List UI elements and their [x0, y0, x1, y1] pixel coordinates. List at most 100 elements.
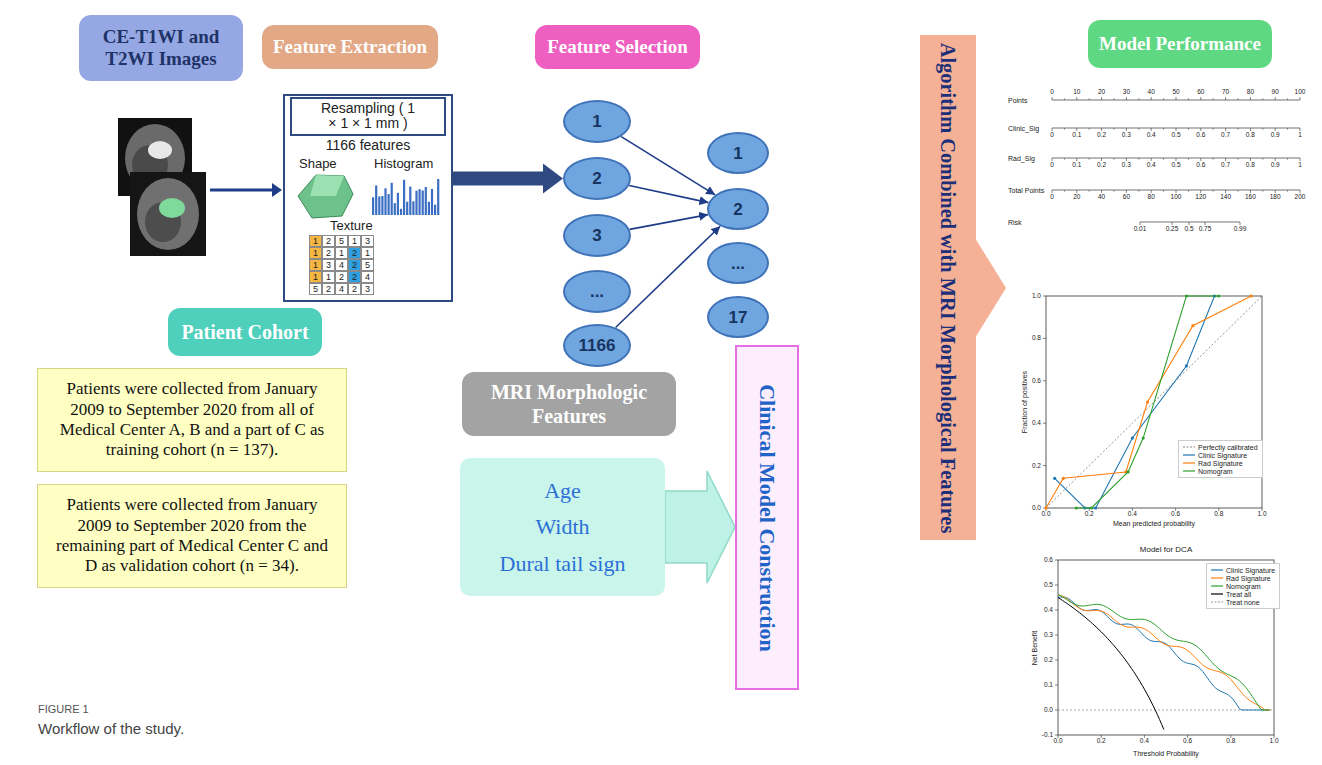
tick-mark: [1176, 190, 1177, 193]
node-text: 17: [729, 309, 748, 326]
tick-mark: [1126, 158, 1127, 161]
lesion-mask: [159, 198, 185, 218]
title-box: CE-T1WI and T2WI Images: [79, 15, 243, 81]
tick-label: 50: [1172, 89, 1179, 96]
legend-row: Nomogram: [1183, 467, 1258, 475]
tick-mark: [1043, 380, 1046, 381]
figure-caption: Workflow of the study.: [38, 721, 184, 736]
tick-label: 60: [1123, 194, 1130, 201]
tick-mark: [1101, 190, 1102, 193]
tick-mark: [1151, 97, 1152, 100]
axis-title: Threshold Probability: [1133, 750, 1199, 757]
node-text: CE-T1WI and T2WI Images: [87, 26, 235, 70]
clinical-factors-box: AgeWidthDural tail sign: [460, 458, 665, 596]
texture-cell: 1: [309, 235, 322, 247]
tick-mark: [1188, 128, 1189, 130]
tick-label: 0.8: [1246, 132, 1255, 139]
legend-text: Nomogram: [1198, 468, 1233, 475]
tick-mark: [1052, 97, 1053, 100]
tick-label: 0.7: [1221, 132, 1230, 139]
curve-marker: [1094, 506, 1097, 509]
legend-text: Nomogram: [1226, 583, 1261, 590]
tick-label: 0.8: [1226, 738, 1235, 745]
tick-mark: [1043, 296, 1046, 297]
tick-mark: [1188, 158, 1189, 160]
chart-graphics: [372, 97, 1300, 738]
cohort-box: Patients were collected from January 200…: [37, 368, 347, 472]
curve-marker: [1044, 506, 1047, 509]
tick-label: 0.2: [1097, 162, 1106, 169]
tick-label: 10: [1073, 89, 1080, 96]
histogram-bar: [406, 202, 408, 215]
tick-mark: [1300, 97, 1301, 100]
texture-cell: 1: [335, 247, 348, 259]
tick-label: 200: [1295, 194, 1306, 201]
legend-box: Perfectly calibratedClinic SignatureRad …: [1178, 440, 1263, 478]
chart-title: Model for DCA: [1140, 546, 1192, 554]
tick-mark: [1052, 128, 1053, 131]
tick-label: 80: [1247, 89, 1254, 96]
node-text: Patients were collected from January 200…: [48, 495, 336, 577]
curve-marker: [1062, 477, 1065, 480]
title-box: Feature Selection: [535, 25, 700, 69]
lesion: [148, 141, 172, 159]
tick-label: 0.5: [1044, 582, 1053, 589]
nomogram-row-label: Rad_Sig: [1008, 155, 1035, 162]
tick-label: 100: [1171, 194, 1182, 201]
tick-mark: [1200, 97, 1201, 100]
block-arrow: [453, 164, 563, 194]
tick-label: 1.0: [1032, 293, 1041, 300]
node-text: Feature Extraction: [273, 36, 427, 58]
legend-sample: [1211, 567, 1223, 573]
tick-mark: [1188, 98, 1189, 100]
texture-cell: 2: [348, 259, 361, 271]
legend-line: [1211, 593, 1223, 594]
resampling-box: Resampling ( 1 × 1 × 1 mm ): [290, 97, 446, 136]
selected-oval: 1: [707, 132, 769, 174]
tick-mark: [1238, 158, 1239, 160]
tick-label: 0.8: [1032, 335, 1041, 342]
feature-oval: 2: [563, 157, 631, 200]
node-text: Model Performance: [1099, 33, 1261, 55]
tick-label: 0.9: [1271, 132, 1280, 139]
plot-frame: [1046, 296, 1262, 508]
mri-frame: [130, 172, 206, 256]
plot-frame: [1058, 560, 1274, 735]
texture-cell: 1: [309, 247, 322, 259]
tick-mark: [1225, 128, 1226, 131]
tick-label: 100: [1295, 89, 1306, 96]
tick-mark: [1275, 158, 1276, 161]
tick-mark: [1055, 710, 1058, 711]
tick-label: 0.6: [1196, 132, 1205, 139]
node-text: 1: [592, 113, 601, 130]
tick-mark: [1114, 128, 1115, 130]
tick-mark: [1275, 97, 1276, 100]
node-text: Width: [535, 514, 589, 539]
legend-text: Treat none: [1226, 599, 1260, 606]
tick-mark: [1176, 128, 1177, 131]
morphology-box: MRI Morphologic Features: [462, 372, 676, 436]
tick-mark: [1213, 190, 1214, 192]
texture-cell: 1: [348, 235, 361, 247]
tick-label: 0.3: [1044, 632, 1053, 639]
feature-type-label: Histogram: [374, 157, 433, 170]
texture-cell: 2: [322, 283, 335, 295]
tick-label: 0.4: [1044, 607, 1053, 614]
legend-line: [1211, 585, 1223, 586]
tick-label: 0.6: [1183, 738, 1192, 745]
curve-marker: [1142, 436, 1145, 439]
block-arrow: [665, 471, 735, 583]
nomogram-row-label: Risk: [1008, 219, 1022, 226]
texture-cell: 1: [361, 247, 374, 259]
tick-label: 0.4: [1140, 738, 1149, 745]
tick-mark: [1151, 128, 1152, 131]
tick-label: 30: [1123, 89, 1130, 96]
tick-mark: [1076, 97, 1077, 100]
tick-mark: [1238, 98, 1239, 100]
tick-label: 80: [1148, 194, 1155, 201]
tick-mark: [1240, 222, 1241, 225]
feature-type-label: Shape: [299, 157, 337, 170]
tick-label: 0.01: [1134, 226, 1147, 233]
tick-label: 0.3: [1122, 162, 1131, 169]
mri-image: [130, 172, 206, 256]
